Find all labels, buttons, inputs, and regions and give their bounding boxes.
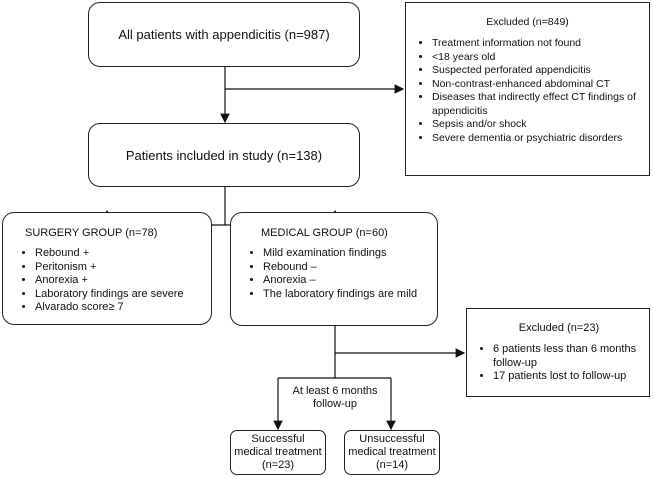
successful-treatment-box: Successful medical treatment (n=23)	[230, 430, 326, 475]
excluded-main-box: Excluded (n=849) Treatment information n…	[405, 2, 650, 176]
all-patients-label: All patients with appendicitis (n=987)	[118, 27, 330, 42]
list-item: 6 patients less than 6 months follow-up	[493, 343, 643, 370]
list-item: Alvarado score≥ 7	[35, 301, 201, 315]
list-item: Sepsis and/or shock	[432, 118, 641, 132]
list-item: Anorexia +	[35, 274, 201, 288]
list-item: 17 patients lost to follow-up	[493, 370, 643, 384]
followup-label: At least 6 months follow-up	[284, 385, 386, 411]
list-item: The laboratory findings are mild	[263, 288, 429, 302]
list-item: Suspected perforated appendicitis	[432, 64, 641, 78]
unsuccessful-treatment-label: Unsuccessful medical treatment (n=14)	[348, 433, 436, 471]
surgery-group-title: SURGERY GROUP (n=78)	[25, 227, 158, 239]
list-item: Rebound –	[263, 261, 429, 275]
list-item: Rebound +	[35, 247, 201, 261]
list-item: Laboratory findings are severe	[35, 288, 201, 302]
surgery-criteria-list: Rebound + Peritonism + Anorexia + Labora…	[17, 247, 201, 315]
medical-group-title: MEDICAL GROUP (n=60)	[261, 227, 388, 239]
medical-group-box: MEDICAL GROUP (n=60) Mild examination fi…	[230, 212, 438, 326]
list-item: Anorexia –	[263, 274, 429, 288]
medical-criteria-list: Mild examination findings Rebound – Anor…	[245, 247, 429, 301]
surgery-group-box: SURGERY GROUP (n=78) Rebound + Peritonis…	[2, 212, 212, 325]
list-item: Treatment information not found	[432, 37, 641, 51]
list-item: Diseases that indirectly effect CT findi…	[432, 91, 641, 118]
list-item: Severe dementia or psychiatric disorders	[432, 132, 641, 146]
excluded-main-list: Treatment information not found <18 year…	[414, 37, 641, 145]
list-item: Peritonism +	[35, 261, 201, 275]
included-label: Patients included in study (n=138)	[125, 147, 323, 163]
all-patients-box: All patients with appendicitis (n=987)	[88, 2, 360, 67]
excluded-followup-box: Excluded (n=23) 6 patients less than 6 m…	[466, 308, 650, 397]
excluded-followup-list: 6 patients less than 6 months follow-up …	[475, 343, 643, 384]
unsuccessful-treatment-box: Unsuccessful medical treatment (n=14)	[344, 430, 440, 475]
excluded-main-title: Excluded (n=849)	[486, 16, 569, 28]
excluded-followup-title: Excluded (n=23)	[518, 322, 600, 334]
list-item: <18 years old	[432, 51, 641, 65]
included-box: Patients included in study (n=138)	[88, 123, 360, 187]
list-item: Non-contrast-enhanced abdominal CT	[432, 78, 641, 92]
successful-treatment-label: Successful medical treatment (n=23)	[234, 433, 322, 471]
list-item: Mild examination findings	[263, 247, 429, 261]
